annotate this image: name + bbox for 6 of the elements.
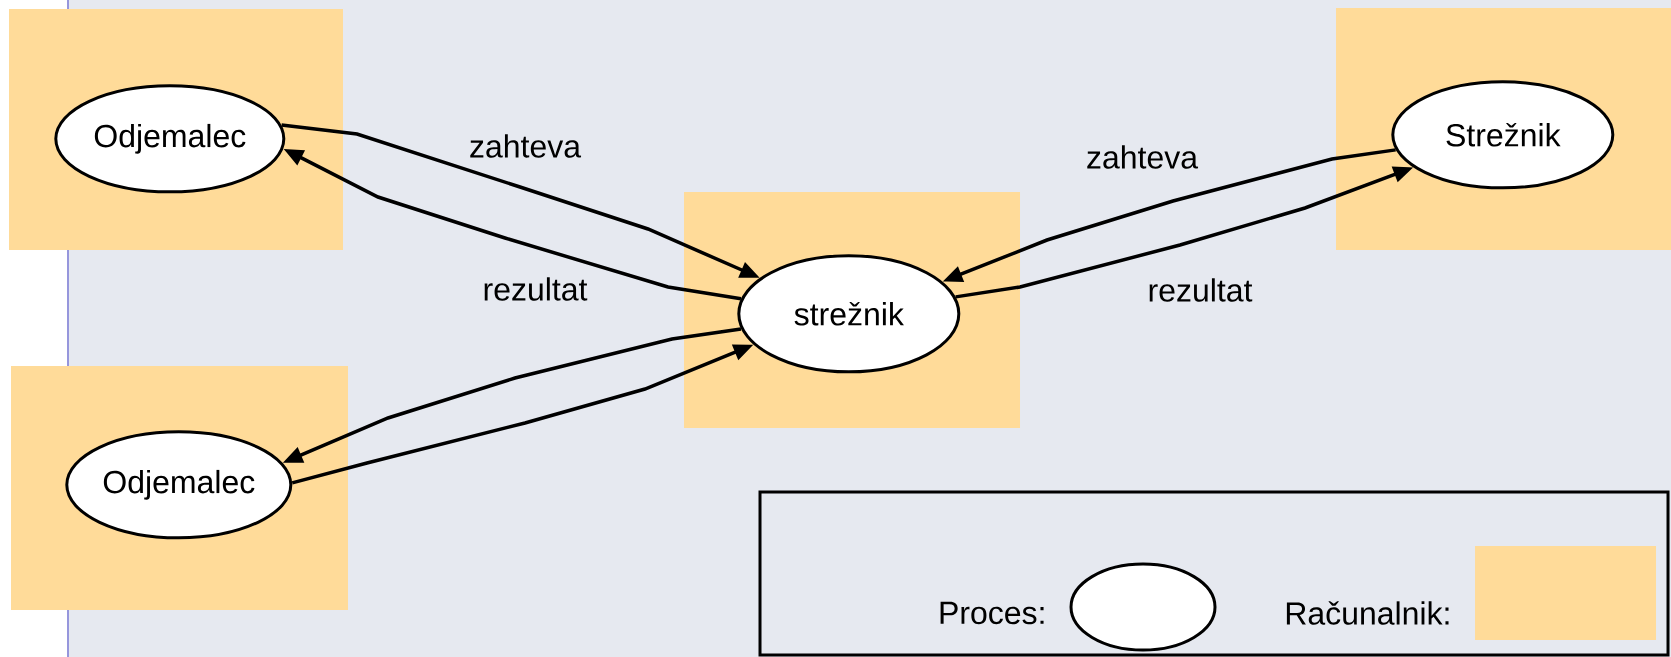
edge-label: rezultat [1149, 278, 1253, 302]
edge-label: zahteva [470, 134, 582, 158]
legend-label: Proces: [940, 601, 1044, 625]
edge-label: zahteva [1087, 145, 1199, 169]
legend-label: Računalnik: [1286, 601, 1449, 625]
edge-label: rezultat [484, 277, 588, 301]
